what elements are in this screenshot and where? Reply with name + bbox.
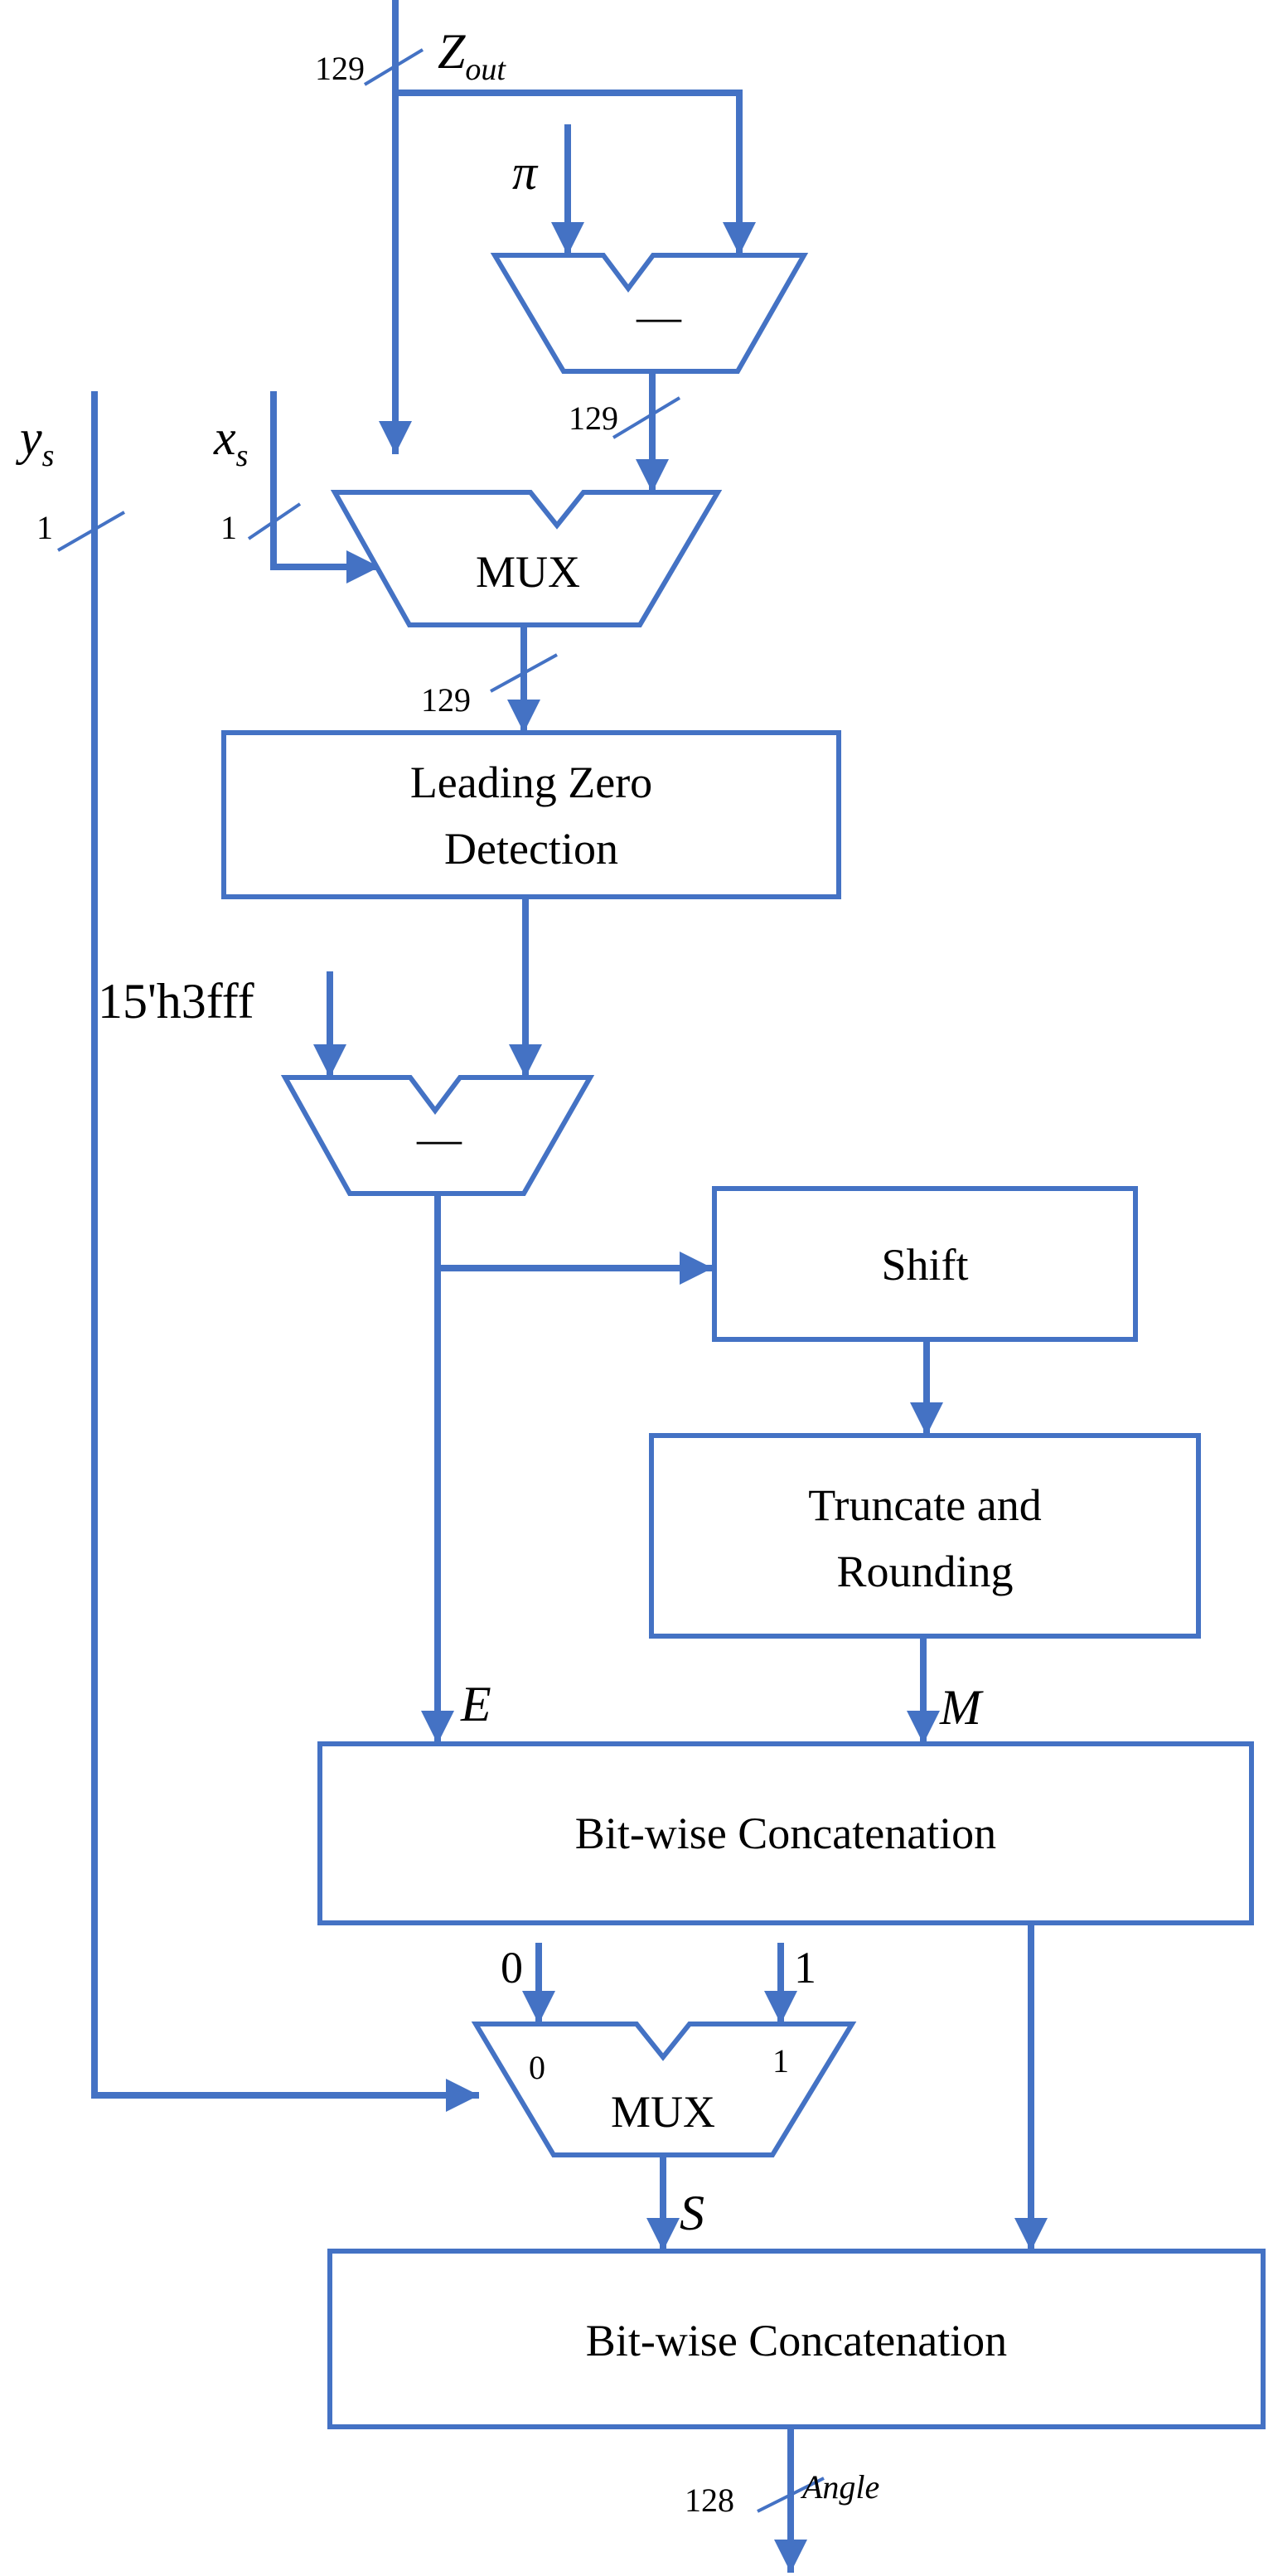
mux-1-label: MUX — [476, 547, 580, 597]
angle-output: 128 Angle — [685, 2427, 879, 2573]
xs-input: 1 xs — [213, 391, 380, 583]
xs-to-mux1-wire — [270, 391, 380, 583]
mux1-width-label: 129 — [421, 681, 471, 719]
angle-width-label: 128 — [685, 2482, 734, 2519]
trunc-line2: Rounding — [836, 1547, 1013, 1596]
mux2-const0-label: 0 — [501, 1943, 523, 1993]
ys-width-label: 1 — [36, 509, 53, 546]
zout-input: 129 Zout — [315, 0, 756, 454]
concat-2-rect — [327, 2249, 1266, 2429]
ys-input: 1 ys — [15, 391, 479, 2112]
truncate-rounding-block: Truncate and Rounding — [649, 1433, 1201, 1639]
mux2-const1-label: 1 — [794, 1943, 816, 1993]
mux2-const-inputs: 0 1 — [501, 1943, 816, 2024]
pi-label: π — [512, 145, 539, 200]
subtractor-1-symbol: — — [636, 292, 682, 341]
concat-1-label: Bit-wise Concatenation — [575, 1809, 996, 1858]
pi-input: π — [512, 124, 584, 255]
trunc-output: M — [907, 1636, 984, 1744]
sub1-output: 129 — [569, 371, 681, 492]
m-label: M — [939, 1680, 984, 1735]
mux-2: 0 1 MUX — [471, 2022, 857, 2157]
xs-label: xs — [213, 410, 248, 473]
subtractor-1: — — [490, 253, 809, 374]
ys-label: ys — [15, 410, 54, 473]
sub1-width-label: 129 — [569, 399, 618, 437]
mux1-output: 129 — [421, 625, 558, 733]
shift-label: Shift — [881, 1240, 968, 1290]
concat-1-rect — [317, 1741, 1254, 1925]
mux1-width-slash — [490, 653, 558, 693]
concat-2-block: Bit-wise Concatenation — [327, 2249, 1266, 2429]
s-label: S — [680, 2186, 704, 2240]
mux-2-port1: 1 — [772, 2042, 789, 2080]
subtractor-2-symbol: — — [416, 1114, 462, 1164]
mux-1-shape — [330, 490, 723, 627]
xs-width-label: 1 — [220, 509, 237, 546]
subtractor-1-shape — [490, 253, 809, 374]
concat-2-label: Bit-wise Concatenation — [586, 2316, 1007, 2365]
zout-to-sub1-wire — [395, 90, 756, 255]
subtractor-2: — — [280, 1075, 595, 1196]
subtractor-2-shape — [280, 1075, 595, 1196]
const-input: 15'h3fff — [98, 971, 346, 1077]
sub1-width-slash — [612, 396, 681, 439]
mux-2-port0: 0 — [529, 2049, 545, 2086]
angle-width-slash — [757, 2477, 825, 2513]
xs-width-slash — [247, 502, 302, 540]
lzd-line1: Leading Zero — [410, 758, 652, 807]
const-label: 15'h3fff — [98, 974, 254, 1029]
leading-zero-detection-rect — [221, 730, 841, 899]
zout-width-slash — [363, 48, 424, 86]
lzd-line2: Detection — [444, 824, 618, 874]
mux-2-shape — [471, 2022, 857, 2157]
e-label: E — [460, 1677, 491, 1731]
mux-2-label: MUX — [611, 2087, 715, 2137]
concat-1-block: Bit-wise Concatenation — [317, 1741, 1254, 1925]
shift-block: Shift — [712, 1186, 1138, 1342]
ys-to-mux2-wire — [91, 391, 479, 2112]
trunc-line1: Truncate and — [808, 1480, 1041, 1530]
zout-label: Zout — [438, 24, 506, 87]
mux-1: MUX — [330, 490, 723, 627]
zout-width-label: 129 — [315, 50, 365, 87]
ys-width-slash — [57, 511, 125, 552]
mux2-output: S — [646, 2155, 704, 2251]
leading-zero-detection-block: Leading Zero Detection — [221, 730, 841, 899]
sub2-output: E — [421, 1194, 713, 1744]
truncate-rounding-rect — [649, 1433, 1201, 1639]
angle-label: Angle — [800, 2468, 879, 2506]
shift-rect — [712, 1186, 1138, 1342]
